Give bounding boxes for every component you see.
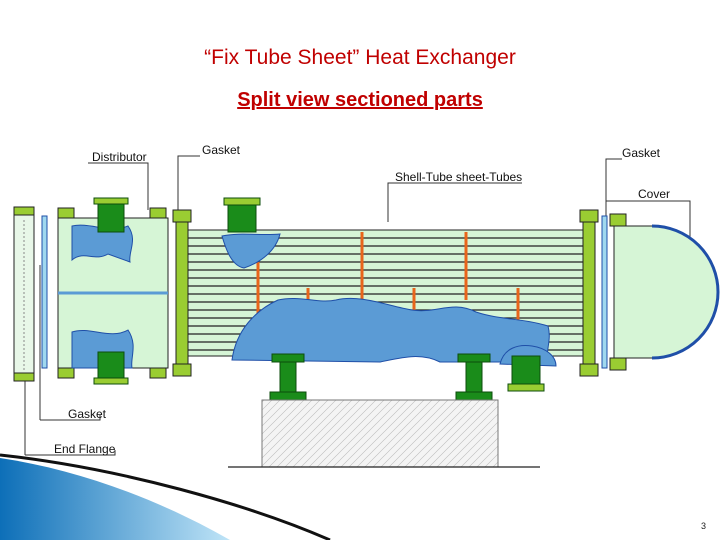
distributor <box>57 197 169 385</box>
shell-and-tubes <box>187 197 584 392</box>
label-gasket-left: Gasket <box>202 143 241 157</box>
label-shell-tube: Shell-Tube sheet-Tubes <box>395 170 523 184</box>
label-distributor: Distributor <box>92 150 147 164</box>
decorative-swoosh <box>0 453 331 540</box>
label-gasket-right: Gasket <box>622 146 661 160</box>
end-flange <box>13 206 35 382</box>
tube-sheet-left <box>172 209 192 377</box>
label-cover: Cover <box>638 187 671 201</box>
page-number: 3 <box>700 521 706 531</box>
gasket-right <box>601 215 608 369</box>
slide-title: “Fix Tube Sheet” Heat Exchanger <box>204 46 516 69</box>
tube-sheet-right <box>579 209 599 377</box>
gasket-left <box>41 215 48 369</box>
cover <box>609 213 720 371</box>
slide-subtitle: Split view sectioned parts <box>237 89 483 111</box>
label-end-flange: End Flange <box>54 442 116 456</box>
label-gasket-bottom: Gasket <box>68 407 107 421</box>
concrete-foundation <box>261 399 499 468</box>
